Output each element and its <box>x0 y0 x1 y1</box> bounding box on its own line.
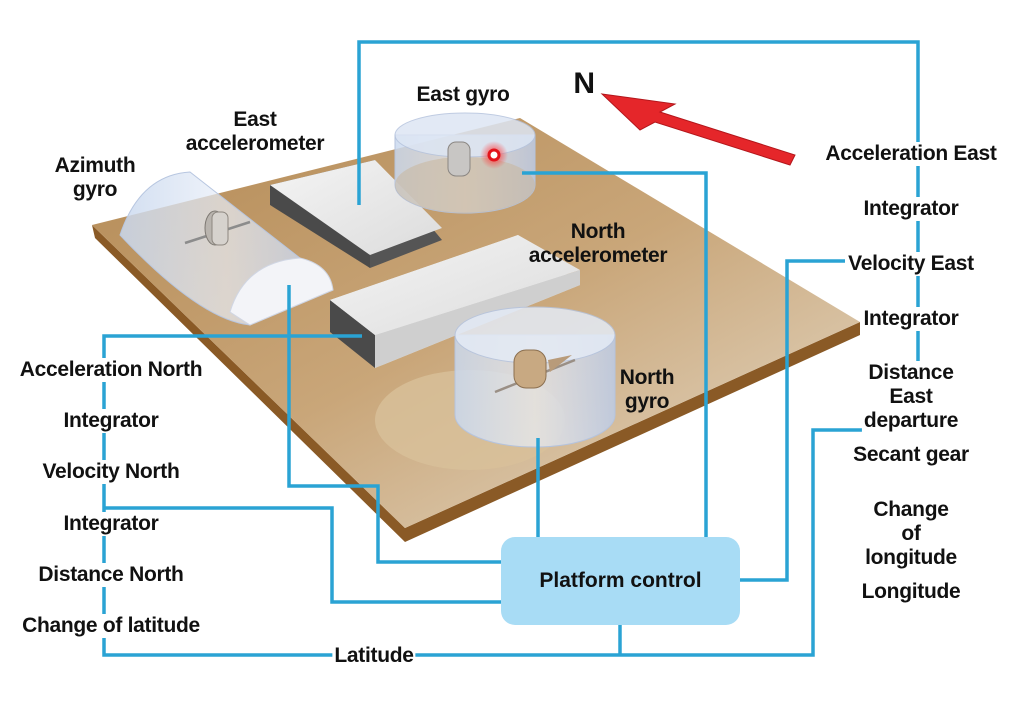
north-chain-distance: Distance North <box>36 563 186 587</box>
east-chain-secant-gear: Secant gear <box>851 443 971 467</box>
wire-east-gyro <box>522 171 708 537</box>
east-accelerometer <box>270 160 442 268</box>
east-chain-distance: Distance East departure <box>861 361 961 433</box>
north-chain-velocity: Velocity North <box>40 460 182 484</box>
wire-secant-branch <box>102 334 918 657</box>
compass-north-label: N <box>573 67 595 100</box>
azimuth-gyro <box>119 171 334 326</box>
label-north-gyro: North gyro <box>619 366 675 413</box>
label-azimuth-gyro: Azimuth gyro <box>54 154 136 201</box>
north-chain-acceleration: Acceleration North <box>17 358 205 382</box>
north-arrow-icon <box>600 93 796 166</box>
label-east-gyro: East gyro <box>416 83 510 106</box>
east-chain-velocity: Velocity East <box>846 252 976 276</box>
platform-control-box: Platform control <box>501 537 740 625</box>
wire-velocity-east <box>740 259 845 582</box>
north-chain-change-latitude: Change of latitude <box>20 614 202 638</box>
wire-velocity-north <box>104 506 501 604</box>
label-east-accelerometer: East accelerometer <box>185 108 325 155</box>
east-gyro <box>394 112 536 214</box>
platform-control-label: Platform control <box>539 569 702 592</box>
east-chain-change-longitude: Change of longitude <box>862 498 960 570</box>
north-chain-integrator-1: Integrator <box>61 409 161 433</box>
signal-wires <box>102 40 920 657</box>
north-chain-integrator-2: Integrator <box>61 512 161 536</box>
east-chain-longitude: Longitude <box>859 580 963 604</box>
label-north-accelerometer: North accelerometer <box>528 220 668 267</box>
east-chain-acceleration: Acceleration East <box>823 142 999 166</box>
wire-azimuth-gyro <box>287 285 501 564</box>
latitude-label: Latitude <box>332 644 416 668</box>
north-gyro <box>454 306 616 448</box>
east-chain-integrator-2: Integrator <box>861 307 961 331</box>
board-edge <box>92 225 860 542</box>
wire-east-chain <box>357 40 920 430</box>
east-chain-integrator-1: Integrator <box>861 197 961 221</box>
